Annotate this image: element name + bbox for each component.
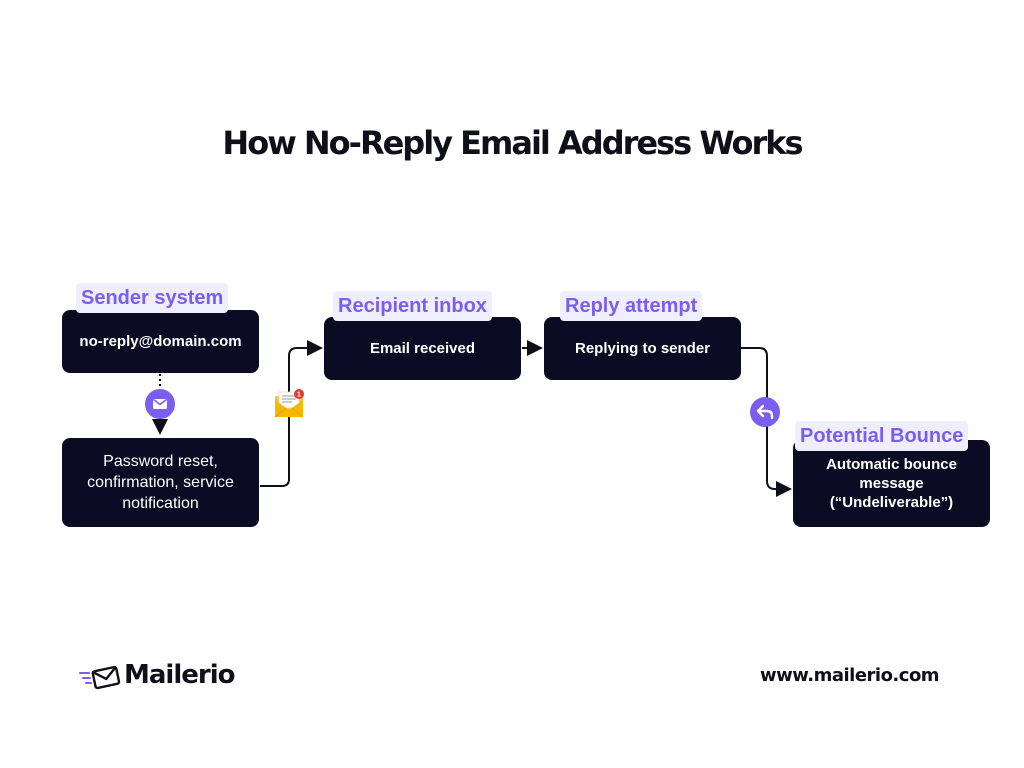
potential-bounce-box: Automatic bounce message (“Undeliverable… [793, 440, 990, 527]
reply-attempt-box: Replying to sender [544, 317, 741, 380]
mail-icon [145, 389, 175, 419]
connector-content-to-recipient [260, 340, 323, 487]
notification-count: 1 [297, 392, 301, 399]
bounce-message-text: Automatic bounce message (“Undeliverable… [826, 456, 957, 511]
reply-arrow-icon [750, 397, 780, 427]
sender-system-label: Sender system [76, 283, 229, 313]
envelope-notification-icon: 1 [274, 389, 304, 418]
reply-attempt-label: Reply attempt [560, 291, 703, 321]
recipient-inbox-label: Recipient inbox [333, 291, 492, 321]
email-content-text: Password reset, confirmation, service no… [87, 453, 234, 512]
recipient-inbox-box: Email received [324, 317, 521, 380]
brand-name: Mailerio [124, 660, 235, 690]
sender-address: no-reply@domain.com [79, 333, 242, 350]
potential-bounce-label: Potential Bounce [795, 421, 969, 451]
sender-system-box: no-reply@domain.com [62, 310, 259, 373]
replying-to-sender-text: Replying to sender [574, 340, 711, 357]
website-url[interactable]: www.mailerio.com [760, 665, 940, 686]
email-content-box: Password reset, confirmation, service no… [62, 438, 259, 527]
mailerio-logo-icon [79, 665, 121, 690]
page-title: How No-Reply Email Address Works [222, 124, 803, 162]
email-received-text: Email received [369, 340, 476, 357]
